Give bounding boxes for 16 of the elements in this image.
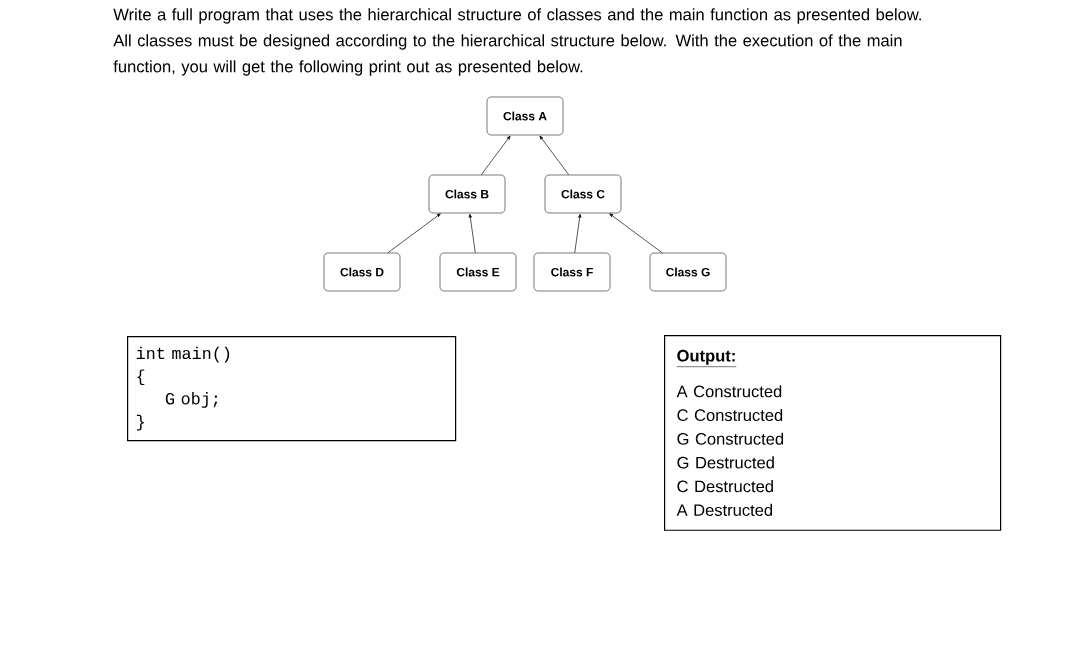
output-box: Output: A Constructed C Constructed G Constructed G Destructed C Destructed A Destructed xyxy=(664,335,1002,531)
instruction-text: Write a full program that uses the hierarchical structure of classes and the main function as presented below. All classes must be designed according to the hierarchical structure below. With the execution of the main function, you will get the following print out as presented below. xyxy=(113,8,921,76)
class-box: Class G xyxy=(649,252,727,292)
arrow xyxy=(481,135,511,176)
arrow xyxy=(387,213,441,254)
class-box: Class B xyxy=(428,174,506,214)
arrow xyxy=(609,213,663,254)
class-box: Class C xyxy=(544,174,622,214)
arrow xyxy=(468,213,476,254)
arrow xyxy=(574,213,582,254)
class-box: Class A xyxy=(486,96,564,136)
class-box: Class F xyxy=(533,252,611,292)
class-box: Class E xyxy=(439,252,517,292)
arrow xyxy=(539,135,570,176)
code-box: int main() { G obj; } xyxy=(127,336,457,442)
class-box: Class D xyxy=(323,252,401,292)
